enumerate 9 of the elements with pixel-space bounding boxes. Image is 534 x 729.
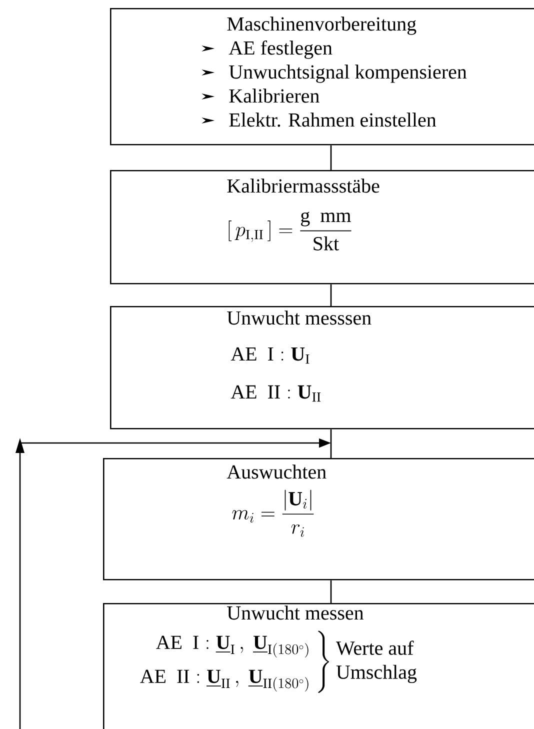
connector-line: [330, 580, 332, 603]
process-box: Unwucht messsen $\mathrm{AE\ \ I} : \mathbf{U}_{\mathrm{I}}$ $\mathrm{AE\ \ II} : \mathbf{U}_{\mathrm{II}}$: [110, 306, 534, 430]
connector-line: [330, 145, 332, 170]
connector-line: [330, 284, 332, 306]
process-box: Maschinenvorbereitung AE festlegen Unwuchtsignal kompensieren Kalibrieren Elektr. Rahmen einstellen: [110, 8, 534, 146]
connector-line: [330, 429, 332, 458]
process-box: Kalibriermassstäbe $\left[\,p_{\mathrm{I,II}}\,\right] = \frac{\mathrm{g\ \ mm}}{\mathrm{Skt}}$: [110, 170, 534, 284]
process-box: Unwucht messen $\left.\begin{array}{r}\mathrm{AE\ \ I} : \underline{\mathbf{U}}_{\mathrm{I}}\,,\ \underline{\mathbf{U}}_{\mathrm{I}(180^\circ)}\\[10pt]\mathrm{AE\ \ II} : \underline{\mathbf{U}}_{\mathrm{II}}\,,\ \underline{\mathbf{U}}_{\mathrm{II}(180^\circ)}\end{array}\right\}$ Werte auf Umschlag: [103, 603, 534, 729]
process-box: Auswuchten $m_i = \frac{\left|\mathbf{U}_i\right|}{r_i}$: [103, 458, 534, 580]
